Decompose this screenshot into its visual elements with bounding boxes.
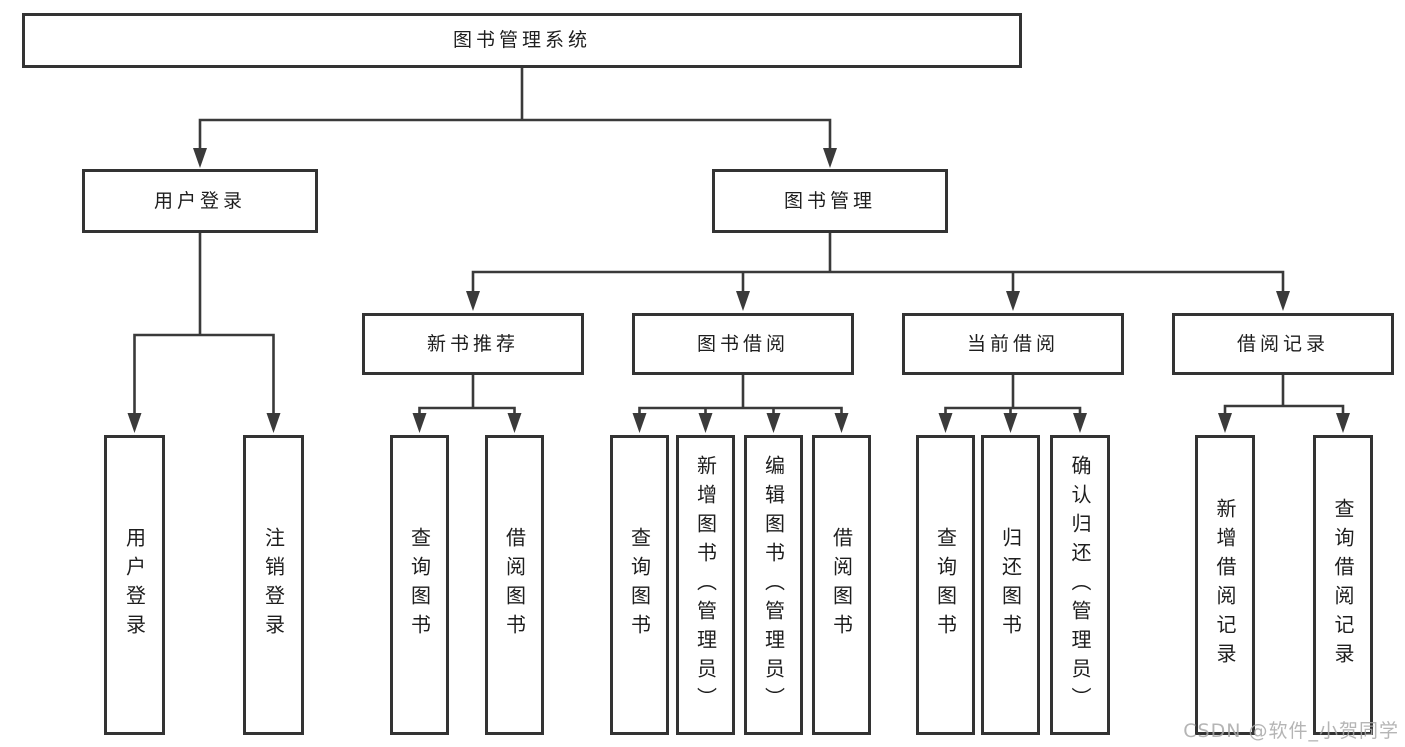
node-book-management: 图书管理 xyxy=(712,169,948,233)
csdn-watermark: CSDN @软件_小贺同学 xyxy=(1183,720,1399,742)
node-borrow-record: 借阅记录 xyxy=(1172,313,1394,375)
leaf-logout: 注销登录 xyxy=(243,435,304,735)
leaf-return-books: 归还图书 xyxy=(981,435,1040,735)
leaf-add-books-admin: 新增图书（管理员） xyxy=(676,435,735,735)
leaf-query-books-recommend: 查询图书 xyxy=(390,435,449,735)
node-root: 图书管理系统 xyxy=(22,13,1022,68)
leaf-add-borrow-record: 新增借阅记录 xyxy=(1195,435,1255,735)
leaf-query-borrow-record: 查询借阅记录 xyxy=(1313,435,1373,735)
node-user-login: 用户登录 xyxy=(82,169,318,233)
leaf-borrow-books: 借阅图书 xyxy=(812,435,871,735)
node-new-book-recommend: 新书推荐 xyxy=(362,313,584,375)
leaf-query-books-borrow: 查询图书 xyxy=(610,435,669,735)
leaf-query-books-current: 查询图书 xyxy=(916,435,975,735)
leaf-borrow-books-recommend: 借阅图书 xyxy=(485,435,544,735)
leaf-edit-books-admin: 编辑图书（管理员） xyxy=(744,435,803,735)
node-current-borrow: 当前借阅 xyxy=(902,313,1124,375)
leaf-user-login: 用户登录 xyxy=(104,435,165,735)
node-book-borrow: 图书借阅 xyxy=(632,313,854,375)
leaf-confirm-return-admin: 确认归还（管理员） xyxy=(1050,435,1110,735)
